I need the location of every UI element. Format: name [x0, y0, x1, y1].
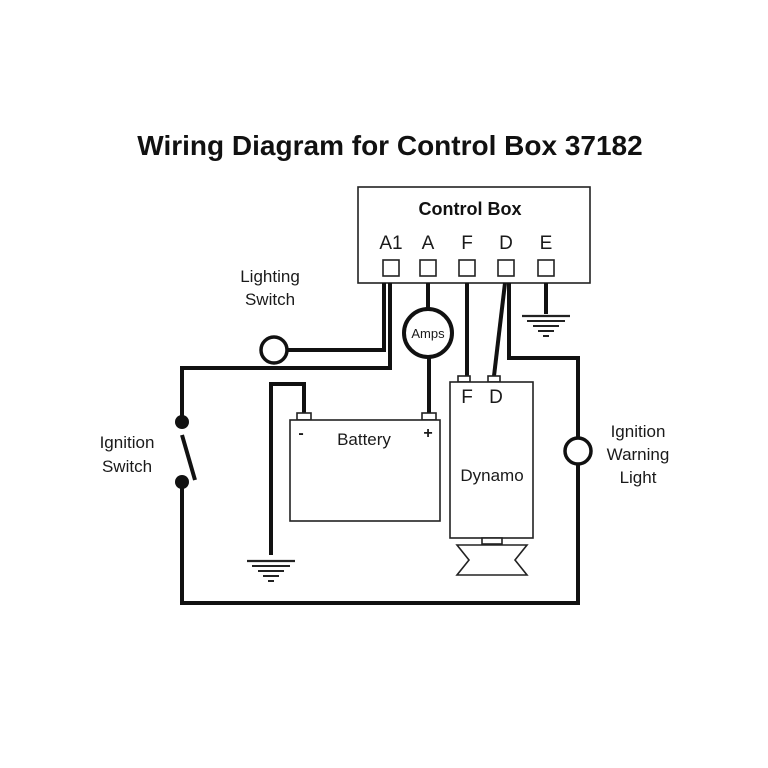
warning-light-icon [563, 436, 593, 466]
wire-battery-ground [269, 382, 306, 555]
wire-a1-lighting [287, 283, 386, 352]
battery-outline [289, 419, 441, 522]
warning-light-label-3: Light [620, 468, 657, 487]
terminal-label-e: E [540, 233, 553, 254]
ground-symbol-control-box [522, 314, 570, 337]
terminal-label-d: D [499, 233, 513, 254]
warning-light-label-1: Ignition [611, 422, 666, 441]
wire-bottom-loop [180, 464, 580, 605]
terminal-label-a1: A1 [379, 233, 402, 254]
terminal-e [537, 259, 555, 277]
ignition-switch-label-1: Ignition [100, 433, 155, 452]
ammeter: Amps [402, 307, 454, 359]
terminal-a1 [382, 259, 400, 277]
pulley-icon [455, 544, 529, 576]
dynamo-terminal-label-d: D [489, 387, 503, 408]
terminal-label-a: A [422, 233, 435, 254]
dynamo-terminal-d [487, 375, 501, 383]
lighting-switch-icon [259, 335, 289, 365]
lighting-switch: Lighting Switch [240, 267, 300, 365]
wire-d-warning-light [507, 283, 580, 438]
lighting-switch-label-1: Lighting [240, 267, 300, 286]
ignition-warning-light: Ignition Warning Light [563, 422, 670, 487]
dynamo-label: Dynamo [460, 466, 523, 485]
ignition-switch-label-2: Switch [102, 457, 152, 476]
wires [180, 282, 580, 605]
diagram-title: Wiring Diagram for Control Box 37182 [137, 130, 642, 161]
battery-negative-sign: - [298, 425, 303, 442]
ammeter-label: Amps [411, 326, 445, 341]
battery-label: Battery [337, 430, 391, 449]
dynamo: F D Dynamo [449, 375, 534, 576]
dynamo-terminal-label-f: F [461, 387, 473, 408]
lighting-switch-label-2: Switch [245, 290, 295, 309]
control-box: Control Box A1 A F D E [357, 186, 591, 284]
wire-a1-ignition [180, 283, 392, 421]
dynamo-shaft [481, 537, 503, 545]
ignition-switch: Ignition Switch [100, 415, 197, 489]
warning-light-label-2: Warning [607, 445, 670, 464]
ignition-switch-contact-top [175, 415, 189, 429]
battery: - + Battery [289, 412, 441, 522]
terminal-a [419, 259, 437, 277]
ignition-switch-lever-icon [180, 434, 197, 481]
ignition-switch-contact-bottom [175, 475, 189, 489]
control-box-label: Control Box [419, 199, 522, 219]
ammeter-icon [402, 307, 454, 359]
battery-negative-terminal [296, 412, 312, 421]
wire-d-dynamo [492, 282, 507, 377]
terminal-label-f: F [461, 233, 473, 254]
dynamo-terminal-f [457, 375, 471, 383]
battery-positive-sign: + [423, 425, 432, 442]
dynamo-outline [449, 381, 534, 539]
battery-positive-terminal [421, 412, 437, 421]
ground-symbol-battery [247, 559, 295, 582]
terminal-d [497, 259, 515, 277]
terminal-f [458, 259, 476, 277]
